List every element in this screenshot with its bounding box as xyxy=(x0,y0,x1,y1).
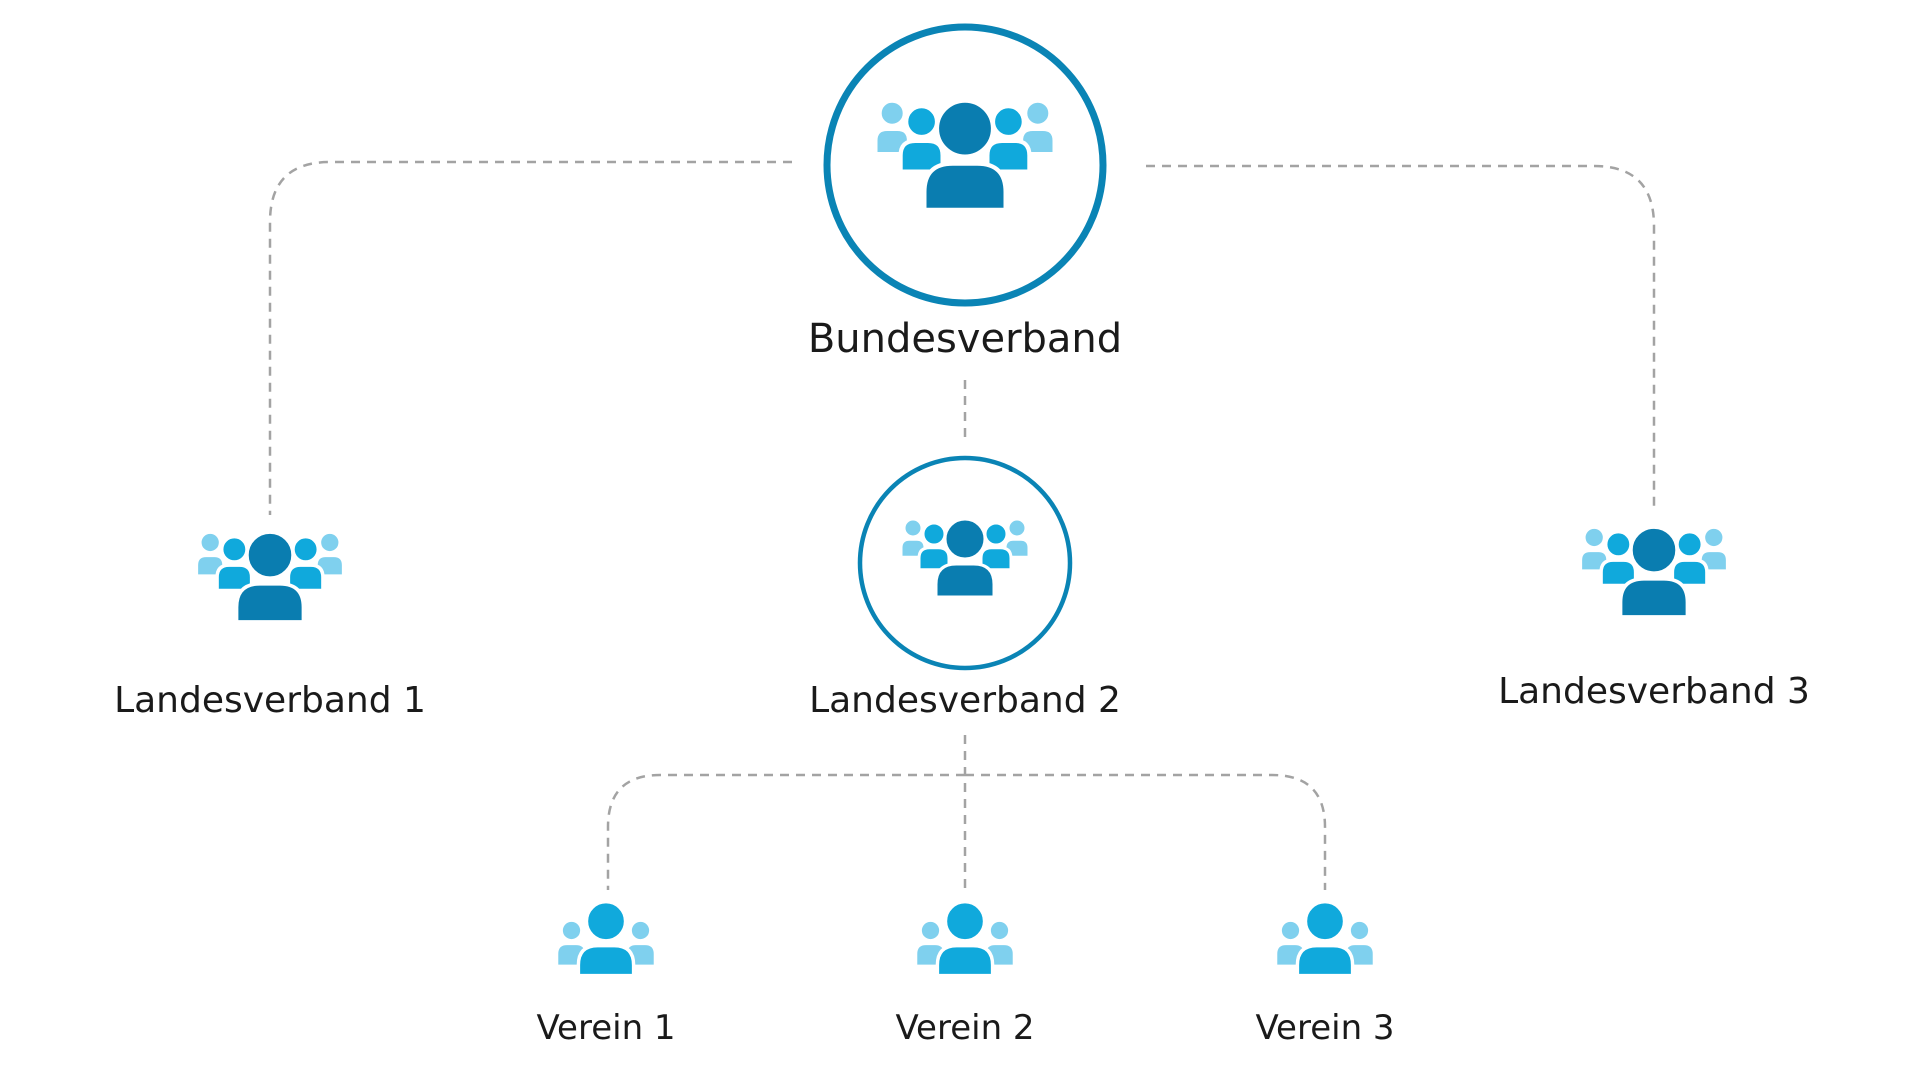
person-far-right xyxy=(1018,98,1057,157)
person-center xyxy=(234,530,306,624)
person-left xyxy=(1599,529,1638,588)
person-body xyxy=(985,138,1032,174)
node-verein-2: Verein 2 xyxy=(895,899,1035,1048)
landesverband-1-label: Landesverband 1 xyxy=(114,680,426,721)
person-body xyxy=(286,563,325,593)
person-right xyxy=(979,521,1013,572)
person-center xyxy=(934,517,996,599)
node-landesverband-3: Landesverband 3 xyxy=(1498,525,1810,712)
person-body xyxy=(917,546,951,572)
bundesverband-label: Bundesverband xyxy=(808,316,1122,362)
group-of-five-icon xyxy=(1578,525,1730,619)
person-head xyxy=(317,530,342,555)
edge-bundesverband-landesverband-1 xyxy=(268,160,792,515)
person-body xyxy=(934,562,996,599)
group-of-three-icon xyxy=(913,899,1017,978)
person-head xyxy=(1582,525,1607,550)
person-head xyxy=(877,98,907,128)
person-far-right xyxy=(314,530,346,578)
person-head xyxy=(559,918,584,943)
person-head xyxy=(983,521,1009,547)
person-body xyxy=(576,943,636,978)
node-verein-3: Verein 3 xyxy=(1255,899,1395,1048)
person-body xyxy=(215,563,254,593)
person-body xyxy=(979,546,1013,572)
group-of-five-icon xyxy=(194,530,346,624)
person-head xyxy=(904,104,940,140)
person-head xyxy=(1603,529,1633,559)
person-head xyxy=(1303,899,1347,943)
node-verein-1: Verein 1 xyxy=(536,899,676,1048)
person-head xyxy=(1278,918,1303,943)
person-head xyxy=(943,899,987,943)
person-head xyxy=(1347,918,1372,943)
group-of-three-icon xyxy=(1273,899,1377,978)
connectors xyxy=(268,160,1656,890)
person-center xyxy=(922,98,1008,212)
person-body xyxy=(935,943,995,978)
verein-2-label: Verein 2 xyxy=(895,1008,1034,1048)
person-right xyxy=(1670,529,1709,588)
person-center xyxy=(1295,899,1355,978)
person-head xyxy=(943,517,987,561)
person-head xyxy=(219,534,249,564)
landesverband-3-label: Landesverband 3 xyxy=(1498,671,1810,712)
landesverband-2-label: Landesverband 2 xyxy=(809,680,1121,721)
person-right xyxy=(985,104,1032,174)
person-left xyxy=(215,534,254,593)
person-head xyxy=(1023,98,1053,128)
verein-1-label: Verein 1 xyxy=(536,1008,675,1048)
edge-landesverband-2-verein-3 xyxy=(965,773,1327,890)
person-body xyxy=(922,161,1008,212)
person-head xyxy=(918,918,943,943)
person-left xyxy=(898,104,945,174)
person-center xyxy=(935,899,995,978)
person-body xyxy=(898,138,945,174)
person-center xyxy=(1618,525,1690,619)
person-head xyxy=(1629,525,1679,575)
edge-bundesverband-landesverband-3 xyxy=(1146,164,1656,508)
person-far-left xyxy=(873,98,912,157)
person-head xyxy=(902,517,924,539)
person-head xyxy=(1006,517,1028,539)
person-head xyxy=(245,530,295,580)
person-body xyxy=(1295,943,1355,978)
person-far-right xyxy=(1003,517,1031,559)
verein-3-label: Verein 3 xyxy=(1255,1008,1394,1048)
person-head xyxy=(990,104,1026,140)
person-body xyxy=(1670,558,1709,588)
person-body xyxy=(1599,558,1638,588)
node-bundesverband: Bundesverband xyxy=(808,23,1122,362)
person-center xyxy=(576,899,636,978)
person-head xyxy=(291,534,321,564)
group-of-three-icon xyxy=(554,899,658,978)
group-of-five-icon xyxy=(899,517,1031,599)
edge-landesverband-2-verein-1 xyxy=(606,773,965,890)
person-body xyxy=(234,582,306,624)
person-head xyxy=(987,918,1012,943)
person-head xyxy=(921,521,947,547)
person-head xyxy=(628,918,653,943)
person-head xyxy=(1675,529,1705,559)
person-right xyxy=(1342,918,1377,969)
person-far-left xyxy=(1578,525,1610,573)
person-right xyxy=(286,534,325,593)
person-body xyxy=(1618,577,1690,619)
person-head xyxy=(934,98,996,159)
person-head xyxy=(584,899,628,943)
person-head xyxy=(1701,525,1726,550)
node-landesverband-1: Landesverband 1 xyxy=(114,530,426,721)
group-of-five-icon xyxy=(873,98,1057,212)
person-head xyxy=(198,530,223,555)
node-landesverband-2: Landesverband 2 xyxy=(809,455,1121,721)
